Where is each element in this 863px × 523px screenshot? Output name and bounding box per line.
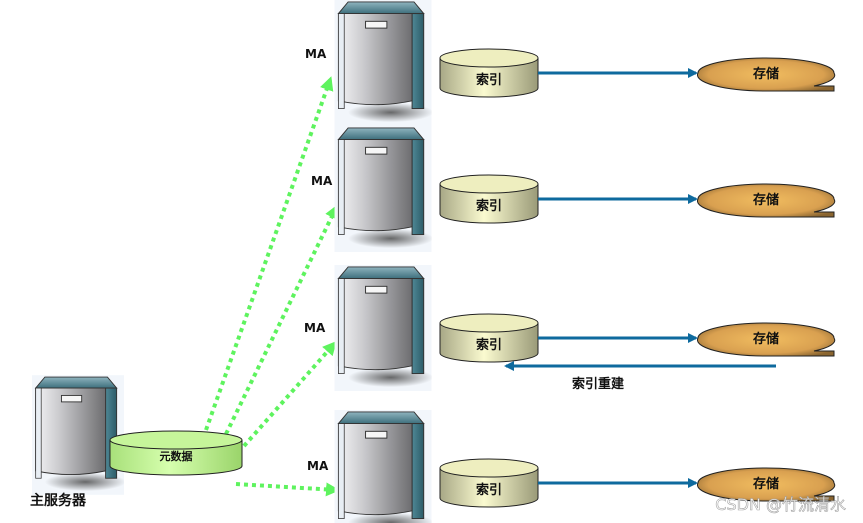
storage-shape: 存储: [696, 467, 836, 502]
storage-label: 存储: [753, 476, 779, 492]
metadata-label: 元数据: [160, 449, 193, 463]
ma-label: MA: [307, 459, 329, 473]
server-icon: [32, 374, 124, 496]
watermark: CSDN @竹流清水: [715, 495, 846, 514]
storage-label: 存储: [753, 66, 779, 82]
index-label: 索引: [476, 337, 502, 353]
storage-label: 存储: [753, 192, 779, 208]
database-cylinder-icon: [439, 48, 539, 68]
storage-label: 存储: [753, 331, 779, 347]
index-label: 索引: [476, 72, 502, 88]
server-icon: [334, 126, 432, 252]
index-store: 索引: [439, 174, 539, 224]
ma-connector-arrow: [224, 204, 338, 435]
index-store: 索引: [439, 458, 539, 508]
ma-connector-arrow: [235, 482, 340, 497]
server-icon: [334, 410, 432, 523]
main-server-label: 主服务器: [30, 492, 87, 509]
server-icon: [334, 265, 432, 391]
storage-node: MA 索引 存储: [307, 410, 836, 523]
server-icon: [334, 0, 432, 126]
index-store: 索引: [439, 48, 539, 98]
rebuild-label: 索引重建: [572, 376, 624, 392]
metadata-store: 元数据: [109, 430, 243, 476]
storage-icon: [696, 183, 836, 218]
main-server: 主服务器: [30, 374, 124, 509]
database-cylinder-icon: [439, 458, 539, 478]
storage-icon: [696, 467, 836, 502]
database-cylinder-icon: [439, 174, 539, 194]
index-store: 索引: [439, 313, 539, 363]
ma-connectors: [204, 76, 340, 497]
storage-node: MA 索引 存储: [305, 0, 836, 126]
storage-icon: [696, 322, 836, 357]
storage-node: MA 索引 存储: [311, 126, 836, 252]
ma-connector-arrow: [242, 341, 337, 448]
database-cylinder-icon: [439, 313, 539, 333]
ma-label: MA: [311, 174, 333, 188]
ma-label: MA: [304, 321, 326, 335]
storage-shape: 存储: [696, 183, 836, 218]
ma-label: MA: [305, 47, 327, 61]
storage-icon: [696, 57, 836, 92]
storage-shape: 存储: [696, 57, 836, 92]
database-cylinder-icon: [109, 430, 243, 450]
storage-shape: 存储: [696, 322, 836, 357]
ma-connector-arrow: [204, 76, 334, 431]
index-label: 索引: [476, 482, 502, 498]
index-label: 索引: [476, 198, 502, 214]
